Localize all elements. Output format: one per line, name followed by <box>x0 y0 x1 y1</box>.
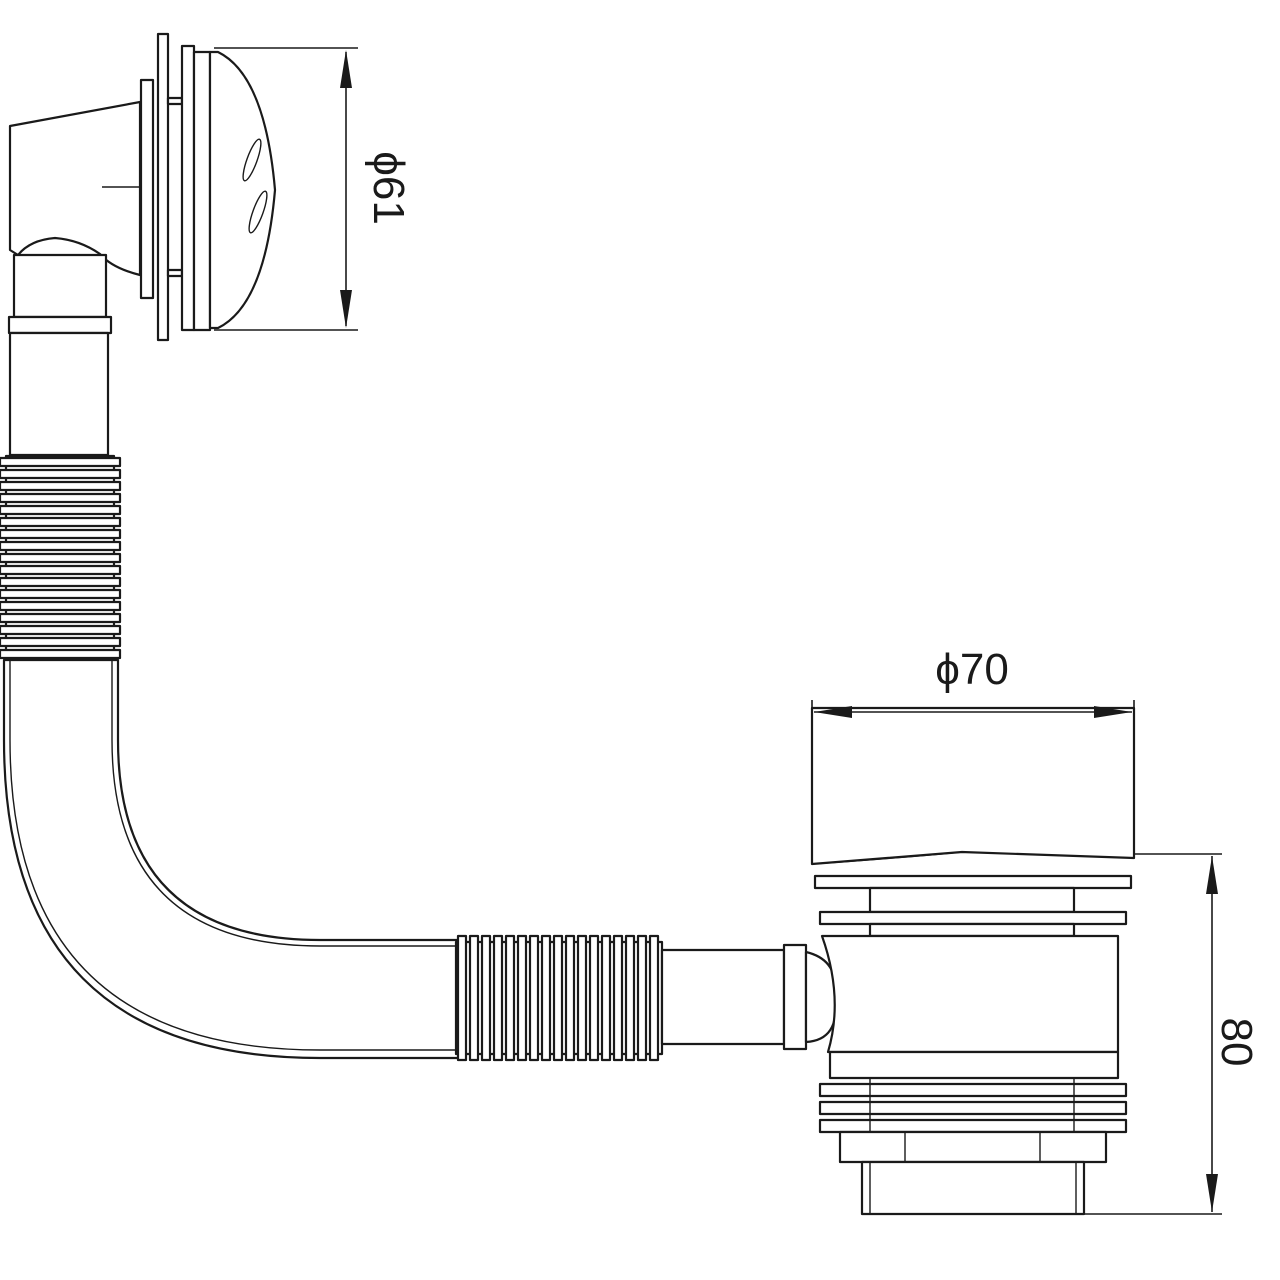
hose-rib <box>468 934 480 1062</box>
waste-tail <box>860 1160 1086 1216</box>
hose-rib <box>0 516 122 528</box>
dimension-waste-height: 80 <box>1084 853 1261 1215</box>
overflow-pipe-collar <box>7 315 113 335</box>
hose-rib <box>0 528 122 540</box>
hose-rib <box>0 552 122 564</box>
hose-rib <box>0 648 122 660</box>
hose-rib <box>0 456 122 468</box>
dimension-arrow <box>814 706 852 718</box>
dimension-overflow-diameter: ϕ61 <box>214 47 413 331</box>
hose-rib <box>0 480 122 492</box>
waste-diameter-label: ϕ70 <box>935 645 1009 694</box>
hose-rib <box>540 934 552 1062</box>
hose-rib <box>0 576 122 588</box>
overflow-diameter-label: ϕ61 <box>364 151 413 225</box>
hose-rib <box>600 934 612 1062</box>
hose-rib <box>648 934 660 1062</box>
overflow-flange-mid <box>156 32 170 342</box>
waste-plug-cap <box>810 706 1136 866</box>
hose-rib <box>0 612 122 624</box>
corrugated-hose-horizontal <box>454 934 664 1062</box>
waste-height-label: 80 <box>1212 1018 1261 1067</box>
waste-ring <box>818 1118 1128 1134</box>
hose-rib <box>0 624 122 636</box>
hose-rib <box>564 934 576 1062</box>
hose-rib <box>456 934 468 1062</box>
hose-rib <box>0 636 122 648</box>
hose-rib <box>0 540 122 552</box>
dimension-arrow <box>1206 1174 1218 1212</box>
overflow-assembly <box>7 32 277 457</box>
hose-rib <box>516 934 528 1062</box>
hose-rib <box>576 934 588 1062</box>
overflow-flange-outer <box>139 78 155 300</box>
overflow-flange-inner <box>180 44 196 332</box>
overflow-elbow <box>8 100 142 277</box>
hose-rib <box>636 934 648 1062</box>
overflow-slot <box>242 138 262 182</box>
hose-rib <box>504 934 516 1062</box>
hose-rib <box>612 934 624 1062</box>
dimension-arrow <box>1094 706 1132 718</box>
waste-body <box>820 934 1120 1054</box>
waste-assembly <box>810 706 1136 1216</box>
dimension-waste-diameter: ϕ70 <box>811 645 1135 720</box>
dimension-arrow <box>340 50 352 88</box>
waste-ring <box>818 1082 1128 1098</box>
waste-ring <box>818 1100 1128 1116</box>
hose-rib <box>0 492 122 504</box>
hose-rib <box>528 934 540 1062</box>
hose-bend <box>2 658 462 1060</box>
hose-rib <box>0 468 122 480</box>
hose-rib <box>0 588 122 600</box>
hose-rib <box>0 504 122 516</box>
overflow-slot <box>248 190 268 234</box>
connector-pipe <box>660 943 837 1051</box>
hose-rib <box>492 934 504 1062</box>
dimension-arrow <box>1206 856 1218 894</box>
hose-rib <box>0 564 122 576</box>
hose-rib <box>480 934 492 1062</box>
hose-rib <box>0 600 122 612</box>
hose-rib <box>588 934 600 1062</box>
corrugated-hose-vertical <box>0 454 122 662</box>
hose-rib <box>552 934 564 1062</box>
dimension-arrow <box>340 290 352 328</box>
waste-flange <box>813 874 1133 890</box>
hose-rib <box>624 934 636 1062</box>
overflow-pipe-upper <box>12 253 108 319</box>
overflow-cover <box>208 50 277 330</box>
connector-collar <box>782 943 808 1051</box>
waste-nut <box>838 1130 1108 1164</box>
overflow-pipe-lower <box>8 331 110 457</box>
